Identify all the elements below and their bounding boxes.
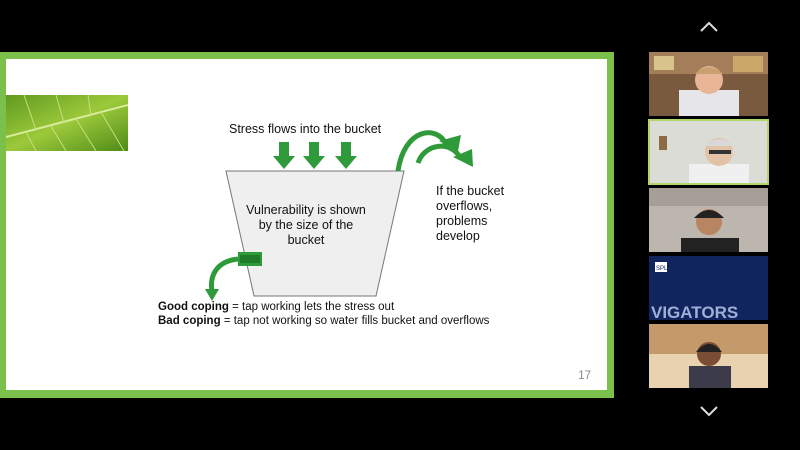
- participant-tile-3[interactable]: [649, 188, 768, 252]
- good-coping-label: Good coping: [158, 301, 229, 313]
- shared-slide-frame: Stress flows into the bucket Vulnerabili…: [0, 52, 614, 398]
- chevron-up-icon[interactable]: [699, 20, 719, 36]
- participant-tile-5[interactable]: [649, 324, 768, 388]
- participant-tile-2[interactable]: [648, 119, 769, 185]
- good-coping-text: = tap working lets the stress out: [228, 301, 395, 313]
- bucket-diagram: [205, 130, 473, 301]
- participant-tile-1[interactable]: [649, 52, 768, 116]
- presentation-slide: Stress flows into the bucket Vulnerabili…: [6, 59, 607, 390]
- chevron-down-icon[interactable]: [699, 404, 719, 420]
- participant-tile-4[interactable]: SPL VIGATORS: [649, 256, 768, 320]
- vulnerability-text: Vulnerability is shown by the size of th…: [246, 203, 366, 247]
- leaf-image: [6, 95, 128, 151]
- participant-4-background-text: VIGATORS: [651, 303, 738, 320]
- bad-coping-line: Bad coping = tap not working so water fi…: [158, 314, 489, 329]
- slide-number: 17: [578, 370, 591, 382]
- overflow-arrows: [395, 130, 464, 172]
- stress-arrows: [273, 142, 357, 169]
- good-coping-line: Good coping = tap working lets the stres…: [158, 300, 394, 315]
- tap: [238, 252, 262, 266]
- overflow-text: If the bucket overflows, problems develo…: [436, 184, 505, 243]
- participants-panel: SPL VIGATORS: [640, 0, 780, 450]
- bad-coping-text: = tap not working so water fills bucket …: [220, 315, 490, 327]
- bad-coping-label: Bad coping: [158, 315, 221, 327]
- participant-4-logo: SPL: [656, 266, 668, 272]
- stress-flow-text: Stress flows into the bucket: [229, 122, 382, 136]
